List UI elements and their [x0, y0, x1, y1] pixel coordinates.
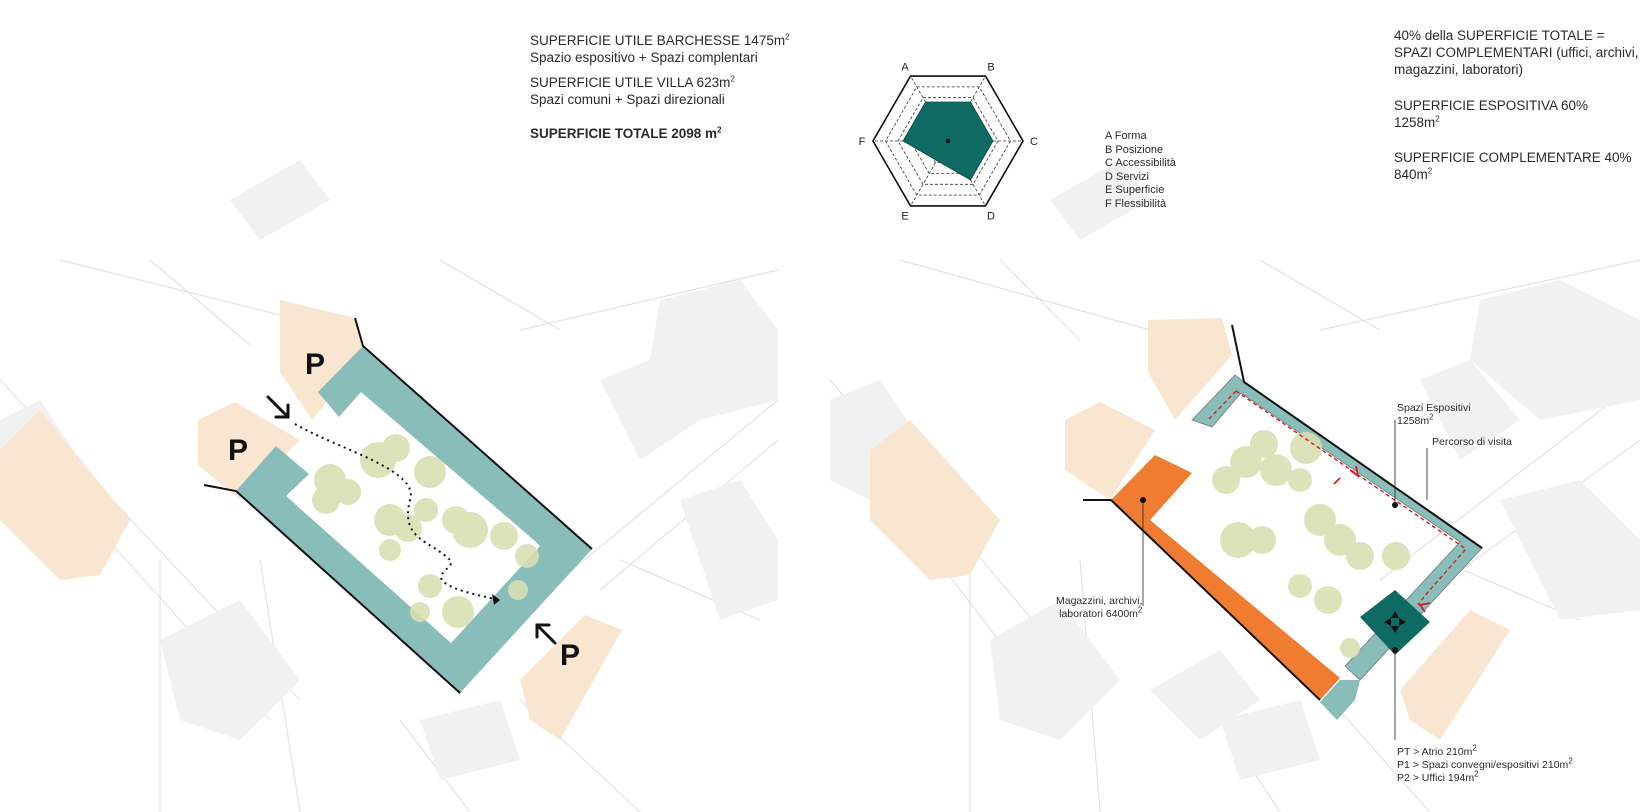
right-storage-wing [1111, 455, 1340, 700]
legend-item-c: C Accessibilità [1105, 157, 1176, 169]
entry-symbol [1384, 611, 1406, 633]
radar-chart: A B C D E F [859, 62, 1038, 223]
complementary-surface-title: SUPERFICIE COMPLEMENTARE 40% [1394, 150, 1632, 165]
radar-axis-label-b: B [987, 62, 994, 74]
barchesse-surface-subtitle: Spazio espositivo + Spazi complentari [530, 50, 758, 65]
complementary-surface-value: 840m2 [1394, 166, 1433, 182]
legend-item-e: E Superficie [1105, 184, 1165, 196]
barchesse-surface-title: SUPERFICIE UTILE BARCHESSE 1475m2 [530, 32, 790, 48]
entrance-arrows [266, 395, 557, 645]
callout-visit-route: Percorso di visita [1432, 436, 1512, 448]
radar-axis-label-e: E [901, 210, 908, 222]
parking-label-south: P [560, 639, 580, 672]
total-surface: SUPERFICIE TOTALE 2098 m2 [530, 125, 722, 141]
left-context-blocks [0, 160, 778, 780]
right-parking-areas [870, 318, 1510, 740]
left-walk-path [294, 423, 501, 601]
left-building [236, 346, 592, 693]
legend-item-d: D Servizi [1105, 170, 1150, 183]
villa-surface-title: SUPERFICIE UTILE VILLA 623m2 [530, 74, 735, 90]
left-building-edges [203, 317, 593, 694]
callout-dots [1140, 497, 1398, 653]
right-south-wing [1320, 680, 1360, 720]
right-trees [1212, 430, 1410, 658]
callout-exhibition-spaces: Spazi Espositivi 1258m2 [1397, 402, 1471, 427]
left-parking-areas [0, 300, 622, 740]
complementary-note-line2: SPAZI COMPLEMENTARI (uffici, archivi, [1394, 45, 1639, 60]
right-context-blocks [830, 160, 1640, 780]
right-building-edges [1083, 324, 1483, 701]
visit-route [1207, 390, 1468, 606]
radar-legend: A Forma B Posizione C Accessibilità D Se… [1105, 130, 1176, 211]
villa-surface-subtitle: Spazi comuni + Spazi direzionali [530, 92, 725, 107]
parking-label-west: P [228, 434, 248, 467]
floor-p2: P2 > Uffici 194m2 [1397, 769, 1479, 784]
parking-label-north: P [305, 348, 325, 381]
walk-arrowhead [492, 594, 500, 605]
exhibition-surface-title: SUPERFICIE ESPOSITIVA 60% [1394, 98, 1589, 113]
legend-item-b: B Posizione [1105, 143, 1164, 156]
radar-axis-label-f: F [859, 136, 866, 148]
legend-item-a: A Forma [1105, 130, 1147, 142]
floor-pt: PT > Atrio 210m2 [1397, 743, 1477, 758]
exhibition-surface-value: 1258m2 [1394, 114, 1440, 130]
radar-axis-label-a: A [901, 62, 909, 74]
legend-item-f: F Flessibilità [1105, 197, 1167, 210]
radar-outer-hexagon [872, 75, 1024, 207]
callout-leaders [1142, 420, 1428, 740]
radar-axis-label-d: D [987, 210, 995, 222]
callout-storage: Magazzini, archivi, laboratori 6400m2 [1056, 595, 1143, 620]
floor-p1: P1 > Spazi convegni/espositivi 210m2 [1397, 756, 1573, 771]
complementary-note-line1: 40% della SUPERFICIE TOTALE = [1394, 28, 1605, 43]
complementary-note-line3: magazzini, laboratori) [1394, 62, 1524, 77]
radar-axis-labels: A B C D E F [859, 62, 1038, 223]
radar-axis-label-c: C [1030, 136, 1038, 148]
route-arrows [1333, 465, 1431, 613]
callout-floor-levels: PT > Atrio 210m2 P1 > Spazi convegni/esp… [1397, 743, 1573, 785]
radar-center-dot [945, 138, 951, 144]
right-atrio-block [1360, 590, 1430, 655]
